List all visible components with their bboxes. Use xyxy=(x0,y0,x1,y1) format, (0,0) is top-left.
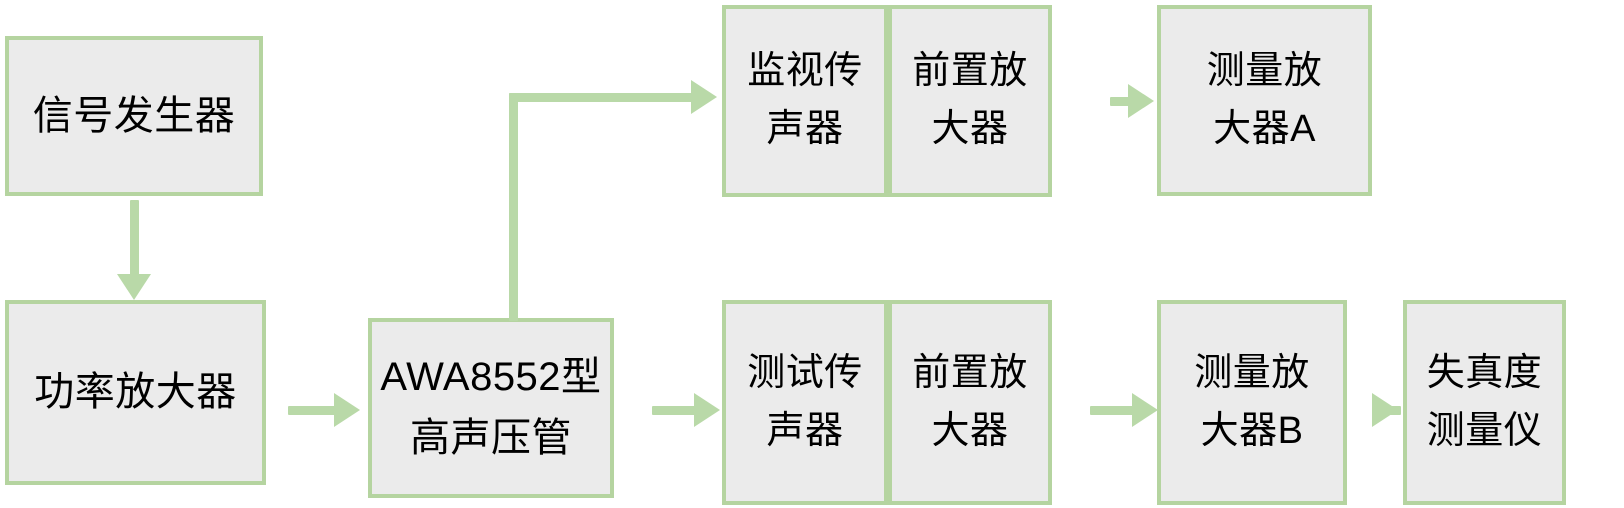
arrowhead-right-icon xyxy=(1372,393,1398,427)
node-signal-generator-line-1: 信号发生器 xyxy=(32,93,236,138)
node-preamplifier-bottom-line-1: 前置放 xyxy=(912,351,1028,394)
node-power-amplifier-line-1: 功率放大器 xyxy=(34,370,237,415)
connector-shaft xyxy=(130,200,139,275)
node-distortion-meter-line-1: 失真度 xyxy=(1426,351,1543,394)
connector-shaft-horizontal xyxy=(509,93,695,102)
node-awa8552-line-1: AWA8552型 xyxy=(380,355,602,400)
node-awa8552-line-2: 高声压管 xyxy=(410,416,572,460)
connector-shaft-vertical xyxy=(509,93,518,321)
node-awa8552-high-sound-pressure-tube[interactable]: AWA8552型 高声压管 xyxy=(368,318,614,498)
node-measuring-amplifier-a-line-1: 测量放 xyxy=(1206,49,1323,92)
node-test-microphone-line-2: 声器 xyxy=(766,409,844,452)
node-measuring-amplifier-a-line-2: 大器A xyxy=(1213,107,1316,150)
arrowhead-right-icon xyxy=(1132,393,1158,427)
arrowhead-right-icon xyxy=(334,393,360,427)
connector-shaft xyxy=(652,406,697,415)
node-distortion-meter-line-2: 测量仪 xyxy=(1426,409,1543,452)
node-measuring-amplifier-b-line-2: 大器B xyxy=(1200,409,1304,452)
node-signal-generator[interactable]: 信号发生器 xyxy=(5,36,263,196)
arrowhead-right-icon xyxy=(691,80,717,114)
node-monitor-microphone[interactable]: 监视传 声器 xyxy=(722,5,888,197)
node-test-microphone[interactable]: 测试传 声器 xyxy=(722,300,888,505)
arrowhead-right-icon xyxy=(694,393,720,427)
node-power-amplifier[interactable]: 功率放大器 xyxy=(5,300,266,485)
connector-shaft xyxy=(288,406,336,415)
connector-shaft xyxy=(1090,406,1135,415)
node-preamplifier-top-line-2: 大器 xyxy=(931,108,1009,150)
node-measuring-amplifier-b-line-1: 测量放 xyxy=(1194,351,1310,394)
node-preamplifier-top-line-1: 前置放 xyxy=(912,50,1028,93)
node-preamplifier-top[interactable]: 前置放 大器 xyxy=(888,5,1052,197)
node-test-microphone-line-1: 测试传 xyxy=(747,351,863,394)
arrowhead-down-icon xyxy=(117,274,151,300)
connector-shaft xyxy=(1110,97,1136,106)
node-distortion-meter[interactable]: 失真度 测量仪 xyxy=(1403,300,1566,505)
arrowhead-right-icon xyxy=(1128,84,1154,118)
node-preamplifier-bottom-line-2: 大器 xyxy=(931,409,1009,452)
node-monitor-microphone-line-2: 声器 xyxy=(766,108,844,150)
node-preamplifier-bottom[interactable]: 前置放 大器 xyxy=(888,300,1052,505)
node-monitor-microphone-line-1: 监视传 xyxy=(747,50,863,93)
node-measuring-amplifier-a[interactable]: 测量放 大器A xyxy=(1157,5,1372,196)
node-measuring-amplifier-b[interactable]: 测量放 大器B xyxy=(1157,300,1347,505)
